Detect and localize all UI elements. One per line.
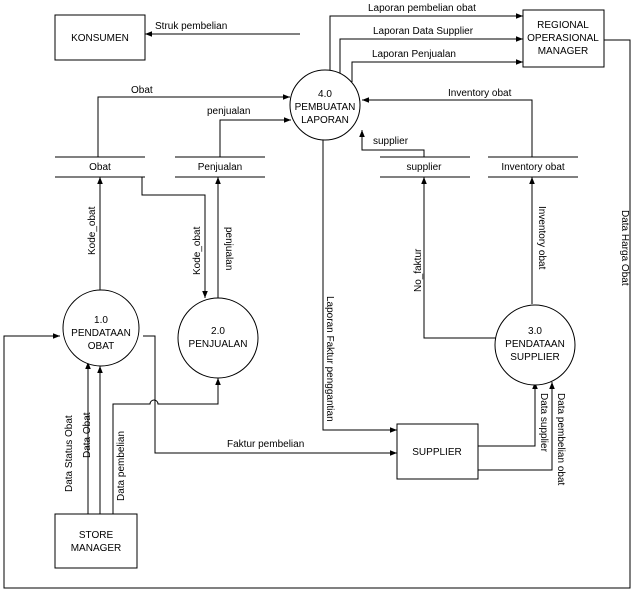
flow-data-pembelian [112,378,221,514]
label-data-supplier: Data supplier [538,393,549,453]
process-3-number: 3.0 [528,326,542,337]
store-supplier: supplier [380,156,470,178]
label-data-obat: Data Obat [82,412,93,458]
entity-regional: REGIONAL OPERASIONAL MANAGER [522,9,605,68]
label-penjualan: penjualan [207,106,250,117]
label-laporan-penjualan: Laporan Penjualan [372,49,456,60]
process-1-number: 1.0 [94,315,108,326]
process-2-number: 2.0 [211,326,225,337]
process-pendataan-supplier: 3.0 PENDATAAN SUPPLIER [494,304,576,386]
label-data-pembelian: Data pembelian [116,431,127,501]
store-supplier-label: supplier [406,162,442,173]
store-inventory-obat: Inventory obat [488,156,578,178]
process-2-line1: PENJUALAN [189,339,248,350]
entity-konsumen: KONSUMEN [54,14,146,61]
entity-store-manager-line2: MANAGER [71,543,122,554]
flow-laporan-pembelian-obat [329,13,523,76]
entity-regional-line2: OPERASIONAL [527,33,599,44]
label-laporan-pembelian-obat: Laporan pembelian obat [368,3,476,14]
label-struk-pembelian: Struk pembelian [155,21,227,32]
flow-laporan-penjualan [351,59,523,82]
flow-faktur-pembelian [143,335,397,456]
flow-supplier-to-p4 [359,130,425,157]
entity-regional-line1: REGIONAL [537,20,589,31]
entity-store-manager-line1: STORE [79,530,114,541]
label-kode-obat-2: Kode_obat [192,226,203,275]
label-data-harga-obat: Data Harga Obat [619,210,630,286]
label-data-status-obat: Data Status Obat [64,415,75,492]
label-penjualan-v: penjualan [223,227,234,270]
flow-data-pembelian-obat [478,382,555,471]
process-penjualan: 2.0 PENJUALAN [177,297,259,379]
store-penjualan-label: Penjualan [198,162,242,173]
process-4-line2: LAPORAN [301,115,349,126]
process-1-line2: OBAT [88,341,114,352]
flow-obat-to-p2 [141,177,208,298]
label-inventory-obat-top: Inventory obat [448,88,512,99]
process-4-number: 4.0 [318,89,332,100]
flow-p3-to-supplier [421,177,510,339]
label-laporan-data-supplier: Laporan Data Supplier [373,26,474,37]
store-obat: Obat [55,156,145,178]
label-laporan-faktur: Laporan Faktur penggantian [324,296,335,422]
label-kode-obat-1: Kode_obat [87,206,98,255]
label-obat: Obat [131,85,153,96]
flow-laporan-faktur [322,132,397,433]
entity-supplier-label: SUPPLIER [412,447,461,458]
flow-laporan-data-supplier [339,36,523,78]
flow-penjualan-to-p4 [219,117,291,157]
entity-store-manager: STORE MANAGER [54,513,138,569]
label-supplier: supplier [373,136,409,147]
entity-regional-line3: MANAGER [538,46,589,57]
process-4-line1: PEMBUATAN [295,102,356,113]
flow-data-supplier [478,382,538,447]
label-faktur-pembelian: Faktur pembelian [227,439,304,450]
label-inventory-obat-v: Inventory obat [536,206,547,270]
entity-supplier: SUPPLIER [396,423,479,480]
flow-data-harga-obat [3,39,631,589]
label-data-pembelian-obat: Data pembelian obat [555,393,566,486]
label-no-faktur: No_faktur [413,248,424,292]
store-penjualan: Penjualan [175,156,265,178]
entity-konsumen-label: KONSUMEN [71,33,129,44]
store-inventory-label: Inventory obat [501,162,565,173]
process-3-line1: PENDATAAN [505,339,565,350]
process-pembuatan-laporan: 4.0 PEMBUATAN LAPORAN [289,69,361,141]
process-pendataan-obat: 1.0 PENDATAAN OBAT [62,289,140,367]
process-3-line2: SUPPLIER [510,352,559,363]
process-1-line1: PENDATAAN [71,328,131,339]
flow-inventory-to-p4 [362,97,533,157]
flow-obat-to-p4 [97,94,290,157]
store-obat-label: Obat [89,162,111,173]
